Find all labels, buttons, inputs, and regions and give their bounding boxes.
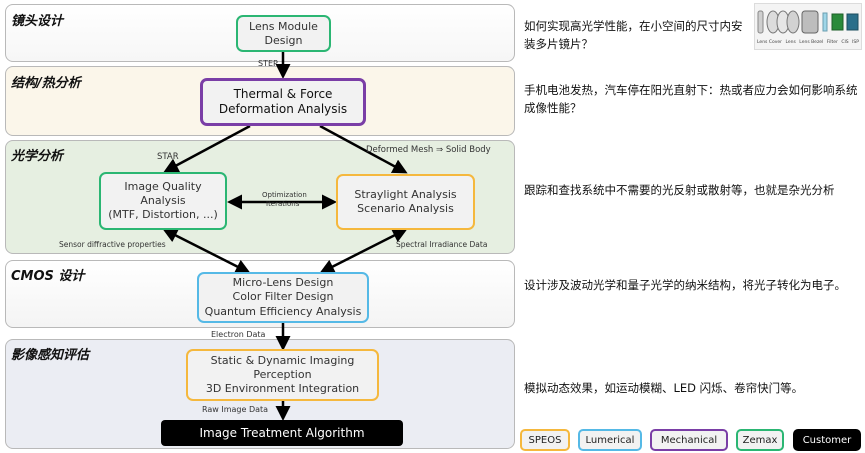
band-title-structural: 结构/热分析	[11, 76, 81, 91]
node-image-treatment-algorithm[interactable]: Image Treatment Algorithm	[161, 420, 403, 446]
legend-label: Customer	[802, 434, 852, 446]
label-sensor-diffractive: Sensor diffractive properties	[59, 240, 166, 249]
arrow-sensor-diffractive	[162, 228, 251, 274]
band-title-lens: 镜头设计	[11, 14, 64, 29]
thumb-label: CIS	[841, 40, 849, 45]
arrow-thermal-to-image-quality	[163, 124, 251, 173]
label-optimization: Optimization	[262, 191, 307, 199]
legend-lumerical: Lumerical	[578, 429, 642, 451]
note-cmos: 设计涉及波动光学和量子光学的纳米结构，将光子转化为电子。	[524, 278, 846, 292]
label-iterations: Iterations	[266, 200, 300, 208]
band-title-optical: 光学分析	[11, 149, 64, 164]
note-perception: 模拟动态效果，如运动模糊、LED 闪烁、卷帘快门等。	[524, 381, 804, 395]
label-electron-data: Electron Data	[211, 330, 266, 339]
label-raw-image-data: Raw Image Data	[202, 405, 269, 414]
node-line: Perception	[253, 367, 312, 381]
node-line: Lens Module	[249, 19, 318, 33]
arrow-thermal-to-straylight	[319, 124, 408, 174]
node-line: Quantum Efficiency Analysis	[204, 304, 362, 318]
node-line: Thermal & Force	[233, 87, 333, 101]
note-structural: 手机电池发热，汽车停在阳光直射下：热或者应力会如何影响系统成像性能？	[524, 83, 858, 115]
node-line: Scenario Analysis	[357, 202, 454, 215]
node-line: (MTF, Distortion, ...)	[108, 207, 218, 221]
node-imaging-perception[interactable]: Static & Dynamic Imaging Perception 3D E…	[186, 349, 379, 401]
label-spectral-irradiance: Spectral Irradiance Data	[396, 240, 488, 249]
node-line: Color Filter Design	[232, 290, 334, 304]
thumb-label: Lens Bezel	[799, 40, 824, 45]
label-step: STEP	[258, 59, 278, 68]
node-line: Static & Dynamic Imaging	[210, 353, 355, 367]
node-line: Deformation Analysis	[218, 102, 348, 116]
thumb-label: ISP	[852, 40, 859, 45]
node-line: Image Quality	[124, 180, 202, 194]
node-cmos-design[interactable]: Micro-Lens Design Color Filter Design Qu…	[197, 272, 369, 323]
node-line: Straylight Analysis	[354, 188, 457, 202]
node-image-quality[interactable]: Image Quality Analysis (MTF, Distortion,…	[99, 172, 227, 230]
camera-module-thumbnail: Lens Cover Lens Lens Bezel Filter CIS IS…	[754, 3, 862, 50]
node-line: Design	[264, 33, 303, 47]
legend-customer: Customer	[793, 429, 861, 451]
legend-mechanical: Mechanical	[650, 429, 728, 451]
band-title-cmos: CMOS 设计	[11, 269, 85, 284]
camera-module-exploded-icon	[757, 10, 859, 34]
legend-zemax: Zemax	[736, 429, 784, 451]
note-lens-design: 如何实现高光学性能，在小空间的尺寸内安装多片镜片？	[524, 19, 743, 51]
label-deformed-mesh: Deformed Mesh ⇒ Solid Body	[366, 145, 491, 155]
thumb-label: Lens Cover	[757, 40, 783, 45]
note-optical: 跟踪和查找系统中不需要的光反射或散射等，也就是杂光分析	[524, 183, 835, 197]
node-line: Analysis	[140, 194, 186, 208]
legend-speos: SPEOS	[520, 429, 570, 451]
node-lens-module-design[interactable]: Lens Module Design	[236, 15, 331, 52]
node-line: Image Treatment Algorithm	[199, 425, 365, 440]
band-title-perception: 影像感知评估	[11, 348, 90, 363]
legend-label: Mechanical	[660, 434, 718, 446]
thumb-label: Lens	[785, 40, 796, 45]
label-star: STAR	[157, 152, 179, 162]
legend-label: SPEOS	[528, 434, 562, 446]
arrow-spectral-irradiance	[319, 228, 408, 274]
thumb-label: Filter	[826, 40, 838, 45]
legend-label: Lumerical	[585, 434, 635, 446]
node-straylight[interactable]: Straylight Analysis Scenario Analysis	[336, 174, 475, 230]
node-line: 3D Environment Integration	[205, 382, 360, 396]
legend-label: Zemax	[742, 434, 778, 446]
node-line: Micro-Lens Design	[232, 276, 334, 290]
node-thermal-force[interactable]: Thermal & Force Deformation Analysis	[200, 78, 366, 126]
